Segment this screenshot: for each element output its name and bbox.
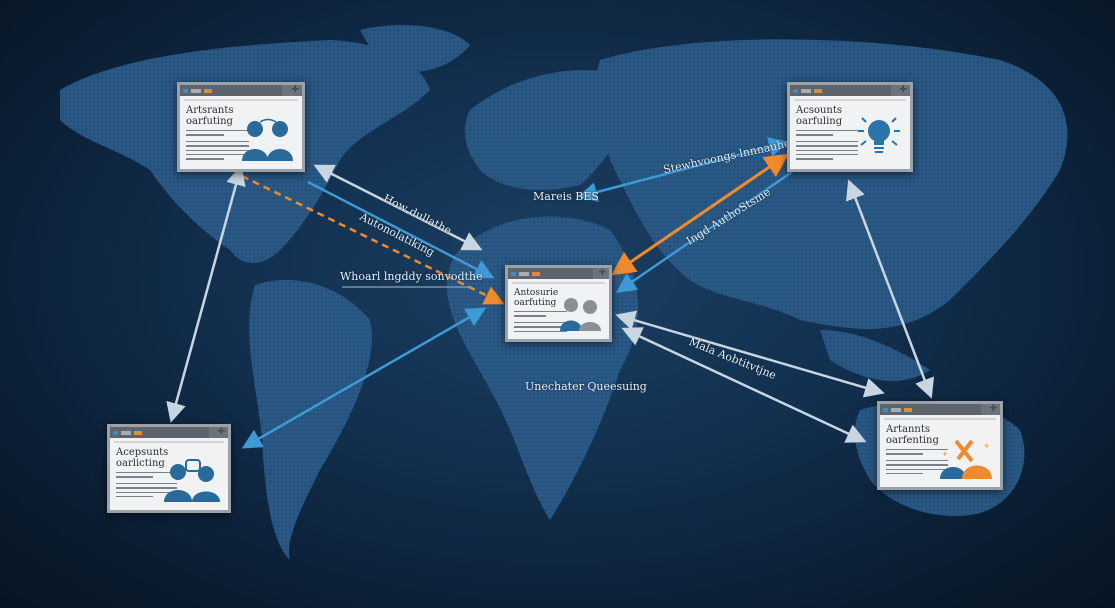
two-people-icon xyxy=(242,118,293,161)
window-title: Acsounts oarfuling xyxy=(796,105,843,127)
browser-window-northwest[interactable]: ✛ Artsrants oarfuting xyxy=(177,82,305,172)
browser-window-southwest[interactable]: ✛ Acepsunts oarlicting xyxy=(107,424,231,513)
text-lines xyxy=(514,311,567,332)
southeast-asia xyxy=(820,330,930,381)
title-bar: ✛ xyxy=(880,403,1000,415)
label-mareis: Mareis BES xyxy=(533,190,599,203)
two-people-icon xyxy=(560,298,601,331)
greenland xyxy=(360,25,470,73)
window-title: Artannts oarfenting xyxy=(886,424,939,446)
pin-icon[interactable]: ✛ xyxy=(217,426,225,436)
text-lines xyxy=(886,449,949,475)
text-lines xyxy=(796,130,859,160)
south-america xyxy=(249,279,372,560)
svg-text:+: + xyxy=(942,449,947,459)
svg-text:+: + xyxy=(984,441,989,451)
title-bar: ✛ xyxy=(180,84,302,96)
window-title: Acepsunts oarlicting xyxy=(116,447,169,469)
title-bar: ✛ xyxy=(508,267,609,279)
pin-icon[interactable]: ✛ xyxy=(989,403,997,413)
text-lines xyxy=(116,472,178,498)
collaboration-icon: ++ xyxy=(940,439,992,479)
chat-people-icon xyxy=(164,459,220,502)
label-unech: Unechater Queesuing xyxy=(525,380,647,393)
window-title: Antosurie oarfuting xyxy=(514,288,559,308)
label-whoarl: Whoarl lngddy sonvodthe xyxy=(340,270,483,283)
browser-window-center[interactable]: ✛ Antosurie oarfuting xyxy=(505,265,612,342)
title-bar: ✛ xyxy=(790,84,910,96)
title-bar: ✛ xyxy=(110,426,228,438)
browser-window-northeast[interactable]: ✛ Acsounts oarfuling xyxy=(787,82,913,172)
africa xyxy=(447,216,639,520)
text-lines xyxy=(186,130,250,160)
lightbulb-icon xyxy=(858,117,900,153)
pin-icon[interactable]: ✛ xyxy=(899,84,907,94)
pin-icon[interactable]: ✛ xyxy=(291,84,299,94)
pin-icon[interactable]: ✛ xyxy=(598,267,606,277)
browser-window-southeast[interactable]: ✛ Artannts oarfenting ++ xyxy=(877,401,1003,490)
window-title: Artsrants oarfuting xyxy=(186,105,234,127)
